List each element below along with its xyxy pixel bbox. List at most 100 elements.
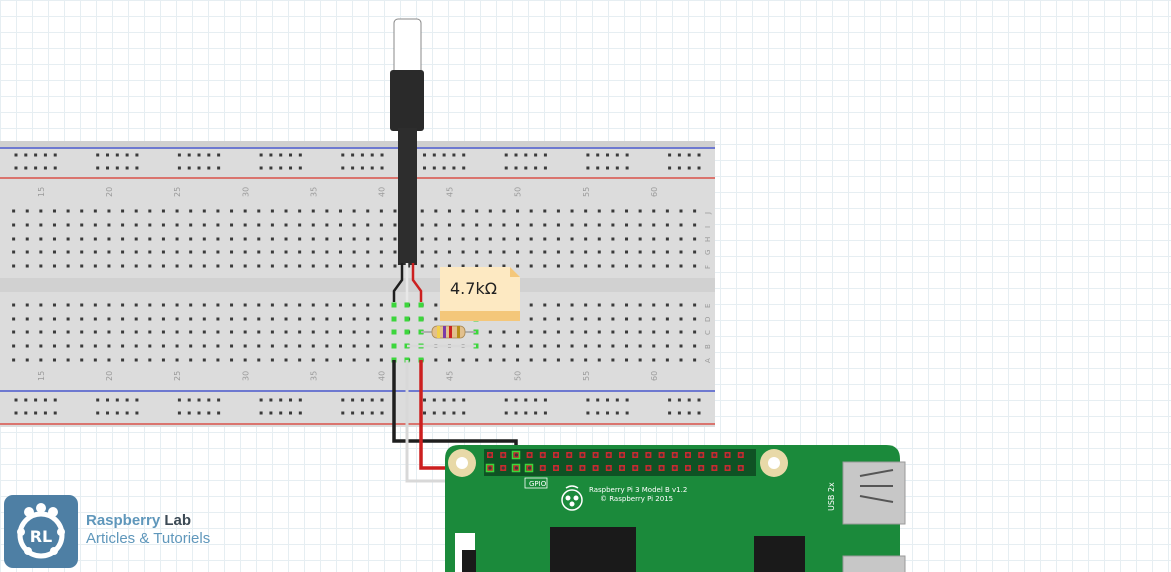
logo-berry-3 xyxy=(48,507,58,517)
rail-hole xyxy=(606,153,610,157)
breadboard-hole xyxy=(325,303,329,307)
breadboard-hole xyxy=(121,223,125,227)
breadboard-hole xyxy=(447,237,451,241)
breadboard-hole xyxy=(80,237,84,241)
breadboard-hole xyxy=(352,330,356,334)
gpio-pin-center xyxy=(501,466,505,470)
breadboard-hole xyxy=(216,250,220,254)
breadboard-hole xyxy=(665,330,669,334)
breadboard-hole xyxy=(107,223,111,227)
rail-hole xyxy=(217,411,221,415)
column-number-top: 50 xyxy=(514,187,523,197)
breadboard-hole xyxy=(216,330,220,334)
breadboard-hole xyxy=(379,358,383,362)
rail-hole xyxy=(504,153,508,157)
breadboard-hole xyxy=(556,317,560,321)
raspberry-lab-logo: RL xyxy=(4,495,78,568)
breadboard-hole xyxy=(230,209,234,213)
connected-hole xyxy=(404,302,410,308)
logo-icon: RL xyxy=(17,503,65,559)
rail-hole xyxy=(14,153,18,157)
breadboard-hole xyxy=(216,237,220,241)
breadboard-hole xyxy=(243,250,247,254)
column-number-bottom: 20 xyxy=(105,371,114,381)
rail-hole xyxy=(177,411,181,415)
rail-hole xyxy=(586,166,590,170)
breadboard-hole xyxy=(161,330,165,334)
breadboard-hole xyxy=(556,358,560,362)
breadboard-hole xyxy=(270,330,274,334)
rail-hole xyxy=(115,166,119,170)
breadboard-hole xyxy=(134,344,138,348)
breadboard-hole xyxy=(339,358,342,362)
rail-hole xyxy=(687,166,691,170)
rail-hole xyxy=(135,166,139,170)
gpio-pin-center xyxy=(712,466,717,470)
breadboard-hole xyxy=(584,264,588,268)
rail-hole xyxy=(259,411,263,415)
rail-hole xyxy=(14,411,18,415)
rail-hole xyxy=(514,398,518,402)
breadboard-hole xyxy=(284,358,288,362)
rail-hole xyxy=(351,398,355,402)
breadboard-hole xyxy=(325,344,329,348)
breadboard-hole xyxy=(121,344,125,348)
breadboard-hole xyxy=(665,344,669,348)
breadboard-hole xyxy=(529,237,533,241)
breadboard-hole xyxy=(52,237,56,241)
breadboard-hole xyxy=(625,330,629,334)
breadboard-hole xyxy=(161,358,165,362)
resistor xyxy=(421,325,476,339)
breadboard-hole xyxy=(298,303,302,307)
breadboard-hole xyxy=(379,209,383,213)
breadboard-top-edge xyxy=(0,141,715,147)
breadboard-hole xyxy=(66,344,70,348)
breadboard-hole xyxy=(107,209,111,213)
rail-hole xyxy=(14,166,18,170)
rail-hole xyxy=(534,166,538,170)
gpio-pin-center xyxy=(620,453,624,457)
breadboard-hole xyxy=(189,209,193,213)
breadboard-hole xyxy=(597,264,601,268)
breadboard-hole xyxy=(693,209,697,213)
breadboard-hole xyxy=(339,264,342,268)
breadboard-hole xyxy=(80,209,84,213)
breadboard-hole xyxy=(352,250,356,254)
breadboard-hole xyxy=(461,358,465,362)
breadboard-hole xyxy=(693,344,697,348)
breadboard-hole xyxy=(420,250,424,254)
rail-hole xyxy=(524,411,528,415)
breadboard-hole xyxy=(597,209,601,213)
rail-hole xyxy=(370,398,374,402)
rail-hole xyxy=(442,398,446,402)
breadboard-hole xyxy=(529,209,533,213)
breadboard-hole xyxy=(475,237,479,241)
rail-hole xyxy=(615,166,619,170)
breadboard-hole xyxy=(270,358,274,362)
breadboard-hole xyxy=(339,330,342,334)
breadboard-hole xyxy=(80,344,84,348)
breadboard-hole xyxy=(230,250,234,254)
logo-berry-7 xyxy=(50,547,58,555)
breadboard-hole xyxy=(570,264,574,268)
row-letter-bottom: C xyxy=(704,330,712,335)
rail-hole xyxy=(106,398,110,402)
breadboard-hole xyxy=(189,317,193,321)
breadboard-labels: 1515202025253030353540404545505055556060… xyxy=(37,187,712,381)
breadboard-hole xyxy=(665,223,669,227)
breadboard-hole xyxy=(66,303,70,307)
gpio-label: GPIO xyxy=(529,480,547,488)
rail-hole xyxy=(289,411,293,415)
logo-initials: RL xyxy=(30,527,53,546)
rail-hole xyxy=(677,411,681,415)
breadboard-hole xyxy=(625,344,629,348)
breadboard-hole xyxy=(325,330,329,334)
column-number-bottom: 45 xyxy=(446,371,455,381)
gpio-pin-center xyxy=(554,466,558,470)
note-text: 4.7kΩ xyxy=(450,279,497,298)
breadboard-hole xyxy=(270,237,274,241)
rail-hole xyxy=(370,166,374,170)
breadboard-hole xyxy=(134,209,138,213)
raspberry-icon-body xyxy=(561,489,583,511)
probe-lead-black xyxy=(392,263,404,302)
